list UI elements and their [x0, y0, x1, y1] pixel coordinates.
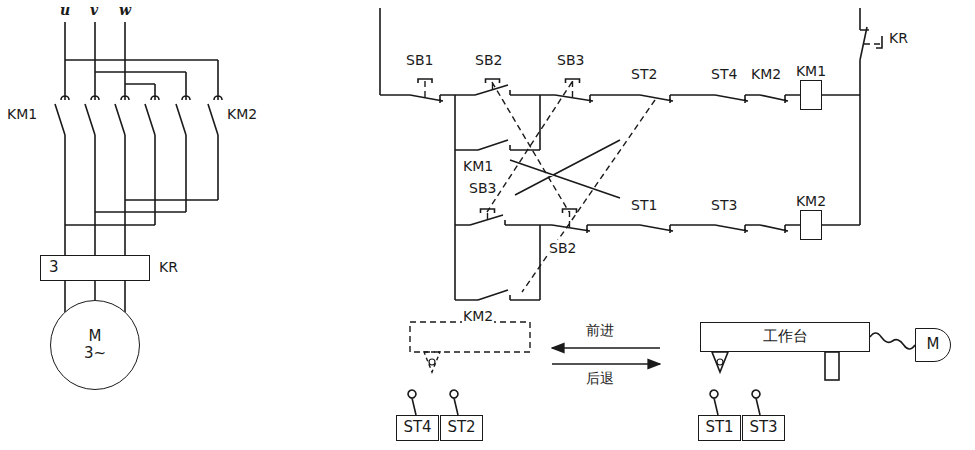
phase-label: u	[59, 2, 71, 19]
node-text: KM2	[796, 193, 826, 209]
node-text: KM1	[796, 63, 826, 79]
component-label: SB2	[474, 52, 503, 69]
component-label: SB2	[548, 240, 577, 257]
wire	[94, 281, 96, 300]
motor-circle: M3~	[50, 300, 140, 390]
component-label: 前进	[585, 322, 615, 339]
limit-switch-box: ST2	[440, 415, 483, 441]
overload-relay: 3KR	[40, 255, 150, 281]
node-text: M	[89, 328, 102, 345]
component-label: KM2	[462, 308, 494, 325]
phase-label: w	[118, 2, 132, 19]
component-label: KM2	[226, 106, 258, 123]
wire	[870, 333, 915, 349]
component-label: ST1	[630, 197, 658, 214]
component-label: SB3	[468, 180, 497, 197]
table-outline-dashed	[410, 322, 530, 352]
coil-box: KM2	[800, 210, 822, 240]
cam	[712, 352, 728, 372]
node-text: ST3	[749, 419, 777, 436]
component-label: KM1	[6, 106, 38, 123]
limit-switch-box: ST3	[742, 415, 785, 441]
drive-motor: M	[915, 328, 951, 362]
node-text: ST4	[403, 419, 431, 436]
wiring	[55, 8, 882, 415]
worktable-box: 工作台	[700, 322, 870, 352]
component-label: 后退	[585, 370, 615, 387]
bracket	[825, 352, 839, 380]
node-text: ST1	[705, 419, 733, 436]
component-label: KR	[888, 30, 909, 47]
node-text: ST2	[447, 419, 475, 436]
component-label: ST2	[630, 66, 658, 83]
limit-switch-box: ST4	[396, 415, 439, 441]
component-label: ST4	[710, 66, 738, 83]
component-label: SB3	[556, 52, 585, 69]
node-text: 工作台	[763, 328, 808, 345]
component-label: KM1	[462, 158, 494, 175]
node-text: KR	[159, 259, 178, 275]
phase-label: v	[89, 2, 99, 19]
cam-dashed	[424, 352, 440, 372]
node-text: 3	[49, 259, 59, 276]
node-text: M	[927, 336, 940, 353]
forward-arrow	[552, 347, 660, 348]
component-label: KM2	[750, 66, 782, 83]
component-label: SB1	[405, 52, 434, 69]
backward-arrow	[552, 363, 660, 364]
coil-box: KM1	[800, 80, 822, 110]
node-text: 3~	[84, 345, 106, 362]
cam-roller	[717, 359, 723, 365]
mechanical-link	[425, 44, 882, 292]
component-label: ST3	[710, 197, 738, 214]
limit-switch-box: ST1	[698, 415, 741, 441]
cam-roller	[429, 359, 435, 365]
